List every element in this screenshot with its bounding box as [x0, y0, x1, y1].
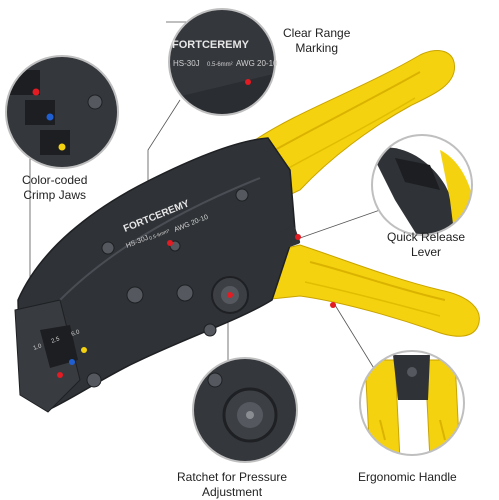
zoom-brand: FORTCEREMY — [172, 39, 250, 51]
callout-handle-line1: Ergonomic Handle — [358, 470, 457, 484]
callout-handle: Ergonomic Handle — [358, 470, 457, 485]
zoom-range-marking: FORTCEREMY HS-30J 0.5-6mm² AWG 20-10 — [168, 8, 278, 116]
lower-handle — [254, 244, 480, 337]
callout-release-lever-line2: Lever — [411, 245, 442, 259]
release-lever — [281, 226, 301, 248]
upper-handle — [254, 50, 456, 206]
callout-crimp-jaws-line1: Color-coded — [22, 173, 88, 187]
callout-range-marking-line1: Clear Range — [283, 26, 351, 40]
callout-ratchet: Ratchet for Pressure Adjustment — [177, 470, 287, 500]
jaw-size-3: 6.0 — [71, 329, 82, 338]
zoom-range: 0.5-6mm² — [207, 62, 233, 68]
zoom-model: HS-30J — [173, 59, 200, 68]
jaw-size-1: 1.0 — [33, 343, 44, 352]
crimper-body — [17, 137, 296, 411]
ratchet-wheel — [211, 276, 249, 314]
callout-release-lever: Quick Release Lever — [387, 230, 465, 260]
jaw-size-2: 2.5 — [51, 336, 62, 345]
zoom-release-lever — [371, 134, 473, 236]
leader-release — [299, 209, 381, 239]
callout-crimp-jaws-line2: Crimp Jaws — [23, 188, 87, 202]
callout-ratchet-line2: Adjustment — [202, 485, 263, 499]
zoom-awg: AWG 20-10 — [236, 59, 278, 68]
leader-handle — [334, 304, 376, 371]
callout-ratchet-line1: Ratchet for Pressure — [177, 470, 288, 484]
jaw-color-dots — [57, 347, 87, 378]
zoom-handle — [359, 350, 465, 456]
callout-crimp-jaws: Color-coded Crimp Jaws — [22, 173, 87, 203]
callout-range-marking: Clear Range Marking — [283, 26, 350, 56]
zoom-crimp-jaws — [5, 55, 119, 169]
callout-release-lever-line1: Quick Release — [387, 230, 466, 244]
zoom-ratchet — [192, 357, 298, 463]
callout-range-marking-line2: Marking — [295, 41, 339, 55]
leader-range — [147, 99, 181, 195]
